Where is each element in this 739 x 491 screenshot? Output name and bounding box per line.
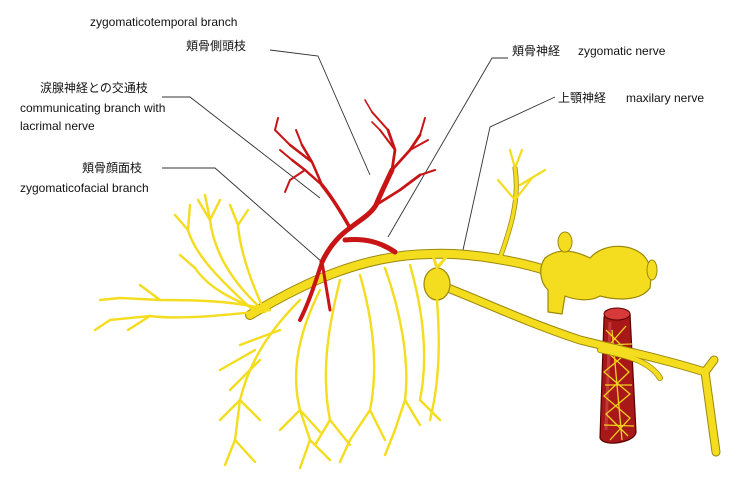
leader-zygomatic-nerve	[387, 57, 508, 238]
yellow-nerves	[93, 148, 721, 470]
nerve-fills	[246, 148, 720, 456]
nerve-outlines	[245, 165, 721, 457]
leader-maxillary-nerve	[462, 96, 556, 251]
red-lower-connector	[342, 237, 398, 255]
lower-branch-fan	[218, 263, 442, 470]
label-zygomaticotemporal-en: zygomaticotemporal branch	[90, 15, 238, 29]
upper-small-branch	[498, 166, 519, 260]
ganglion	[540, 245, 653, 315]
left-branch-fan	[93, 193, 272, 332]
ganglion-stub-right	[646, 259, 658, 281]
red-zygomaticotemporal-branch	[274, 99, 436, 322]
leader-lines	[162, 49, 556, 263]
vessel-top	[603, 307, 631, 321]
label-zygomaticotemporal-ja: 頬骨側頭枝	[186, 39, 247, 53]
zygomatic-nerve-trunk	[246, 249, 549, 319]
label-zygomatic-nerve-ja: 頬骨神経	[512, 44, 561, 58]
leader-zygomaticotemporal	[269, 49, 371, 176]
label-maxillary-nerve-en: maxilary nerve	[626, 91, 705, 105]
maxillary-nerve-trunk	[436, 281, 709, 376]
lower-right-branch	[597, 347, 663, 381]
leader-zygomaticofacial	[162, 167, 323, 263]
label-zygomaticofacial-ja: 頬骨顔面枝	[82, 161, 143, 175]
ganglion-stub-top	[557, 231, 573, 253]
label-maxillary-nerve-ja: 上顎神経	[558, 91, 607, 105]
label-communicating-en-line2: lacrimal nerve	[20, 119, 95, 133]
label-zygomatic-nerve-en: zygomatic nerve	[578, 44, 666, 58]
leader-communicating	[162, 96, 321, 199]
red-main-stem	[319, 167, 395, 265]
descending-branch	[701, 356, 720, 456]
label-communicating-en-line1: communicating branch with	[20, 101, 166, 115]
label-communicating-ja: 涙腺神経との交通枝	[40, 81, 148, 95]
red-drop	[298, 260, 324, 322]
label-zygomaticofacial-en: zygomaticofacial branch	[20, 181, 149, 195]
blood-vessel	[599, 307, 637, 444]
small-ganglion	[423, 267, 451, 301]
